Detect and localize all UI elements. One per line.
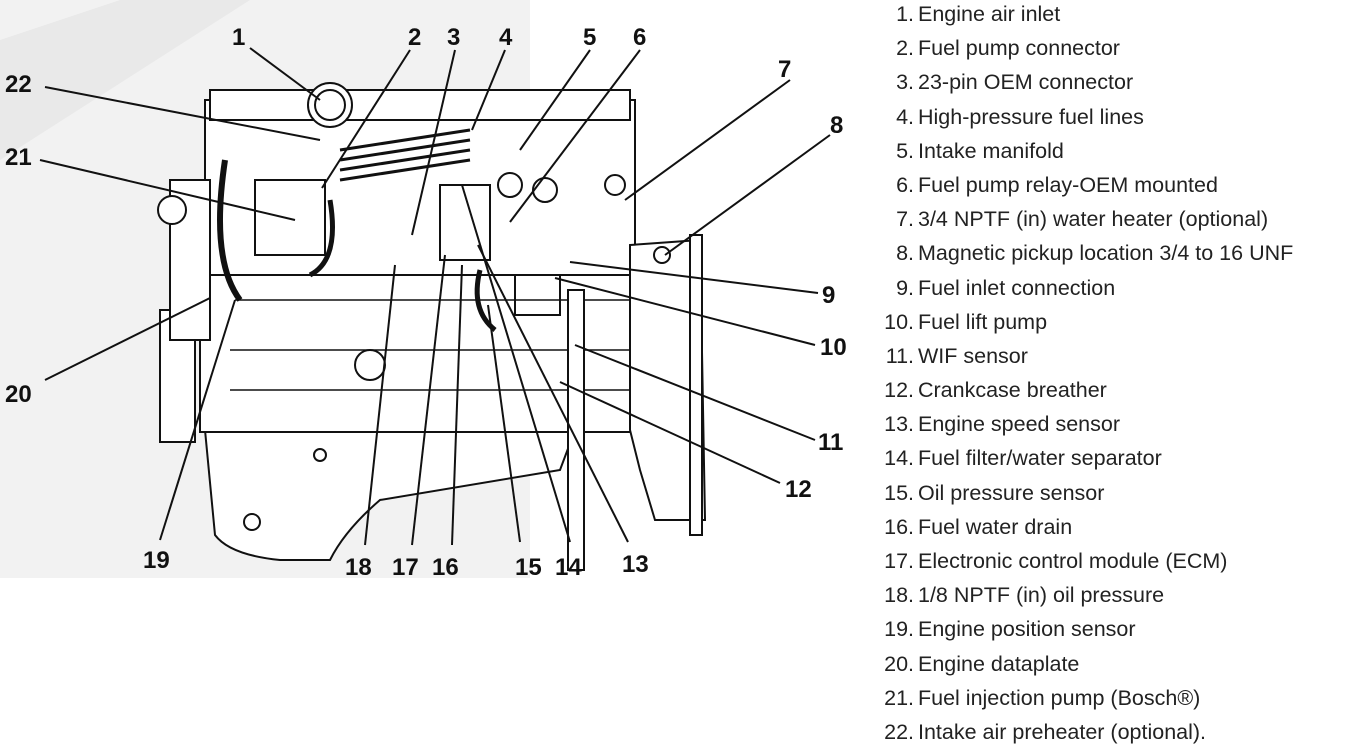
callout-22: 22 <box>5 71 32 98</box>
leader-21 <box>39 159 296 221</box>
housing-flange <box>689 234 703 536</box>
leader-10 <box>554 277 816 346</box>
air-inlet-inner <box>314 89 346 121</box>
leader-4 <box>471 49 506 131</box>
injection-pump <box>254 179 326 256</box>
leader-11 <box>574 344 816 441</box>
leader-19 <box>159 299 236 541</box>
leader-5 <box>519 49 591 151</box>
legend-item: 19.Engine position sensor <box>884 617 1136 642</box>
legend-item: 18.1/8 NPTF (in) oil pressure <box>884 583 1165 608</box>
leader-2 <box>321 49 411 189</box>
legend-item: 13.Engine speed sensor <box>884 412 1121 437</box>
leader-17 <box>411 254 446 546</box>
callout-7: 7 <box>778 56 791 83</box>
coolant-hose <box>217 159 243 302</box>
callout-2: 2 <box>408 24 421 51</box>
callout-12: 12 <box>785 476 812 503</box>
callout-16: 16 <box>432 554 459 581</box>
callout-21: 21 <box>5 144 32 171</box>
legend-item: 7.3/4 NPTF (in) water heater (optional) <box>896 207 1269 232</box>
leader-7 <box>624 79 791 201</box>
engine-diagram: 1 2 3 4 5 6 7 8 9 10 11 12 13 14 15 16 1… <box>0 0 847 581</box>
callout-4: 4 <box>499 24 513 51</box>
fitting-c <box>604 174 626 196</box>
callout-13: 13 <box>622 551 649 578</box>
legend-item: 14.Fuel filter/water separator <box>884 446 1162 471</box>
callout-9: 9 <box>822 282 835 309</box>
legend-item: 21.Fuel injection pump (Bosch®) <box>884 685 1201 710</box>
legend-item: 11.WIF sensor <box>885 343 1028 368</box>
leader-13 <box>477 244 629 543</box>
legend-item: 1.Engine air inlet <box>896 2 1061 26</box>
leader-8 <box>664 134 831 256</box>
legend-item: 22.Intake air preheater (optional). <box>884 719 1207 744</box>
fitting-a <box>497 172 523 198</box>
callout-18: 18 <box>345 554 372 581</box>
legend-item: 15.Oil pressure sensor <box>884 480 1105 505</box>
callout-17: 17 <box>392 554 419 581</box>
callout-6: 6 <box>633 24 646 51</box>
callout-5: 5 <box>583 24 596 51</box>
fuel-lines <box>339 128 471 182</box>
legend-item: 8.Magnetic pickup location 3/4 to 16 UNF <box>896 241 1294 266</box>
oil-plug <box>243 513 261 531</box>
lift-pump <box>514 274 561 316</box>
pickup-port <box>653 246 671 264</box>
leader-22 <box>44 86 321 141</box>
legend-item: 20.Engine dataplate <box>884 651 1080 676</box>
legend-item: 16.Fuel water drain <box>884 514 1073 539</box>
leader-12 <box>559 381 781 484</box>
legend-item: 10.Fuel lift pump <box>884 309 1048 334</box>
callout-19: 19 <box>143 547 170 574</box>
engine-drawing: 1 2 3 4 5 6 7 8 9 10 11 12 13 14 15 16 1… <box>0 0 847 581</box>
leader-6 <box>509 49 641 223</box>
legend-item: 5.Intake manifold <box>896 138 1064 163</box>
oil-pan <box>204 429 576 561</box>
leader-20 <box>44 297 211 381</box>
leader-18 <box>364 264 396 546</box>
leader-1 <box>249 47 321 101</box>
legend-item: 9.Fuel inlet connection <box>896 275 1116 300</box>
leader-16 <box>451 264 463 546</box>
idler-pulley <box>157 195 187 225</box>
legend-item: 17.Electronic control module (ECM) <box>884 549 1228 573</box>
legend-item: 2.Fuel pump connector <box>896 36 1120 61</box>
leader-9 <box>569 261 819 294</box>
callout-1: 1 <box>232 24 245 51</box>
legend-item: 4.High-pressure fuel lines <box>896 104 1144 129</box>
fuel-hose <box>308 199 335 278</box>
callout-8: 8 <box>830 112 843 139</box>
valve-cover <box>209 89 631 121</box>
legend-item: 12.Crankcase breather <box>884 378 1107 403</box>
leader-14 <box>461 184 571 543</box>
drain-plug <box>313 448 327 462</box>
leader-lines <box>39 47 831 546</box>
leader-15 <box>487 304 521 543</box>
parts-legend: 1.Engine air inlet 2.Fuel pump connector… <box>872 0 1352 752</box>
mount-bracket <box>567 289 585 571</box>
leader-3 <box>411 49 456 236</box>
legend-item: 3.23-pin OEM connector <box>896 70 1134 95</box>
callout-10: 10 <box>820 334 847 361</box>
background-watermark <box>0 0 250 160</box>
callout-20: 20 <box>5 381 32 408</box>
legend-item: 6.Fuel pump relay-OEM mounted <box>896 172 1218 197</box>
callout-15: 15 <box>515 554 542 581</box>
callout-3: 3 <box>447 24 460 51</box>
callout-14: 14 <box>555 554 582 581</box>
callout-11: 11 <box>818 429 843 456</box>
engine-body <box>157 82 707 571</box>
